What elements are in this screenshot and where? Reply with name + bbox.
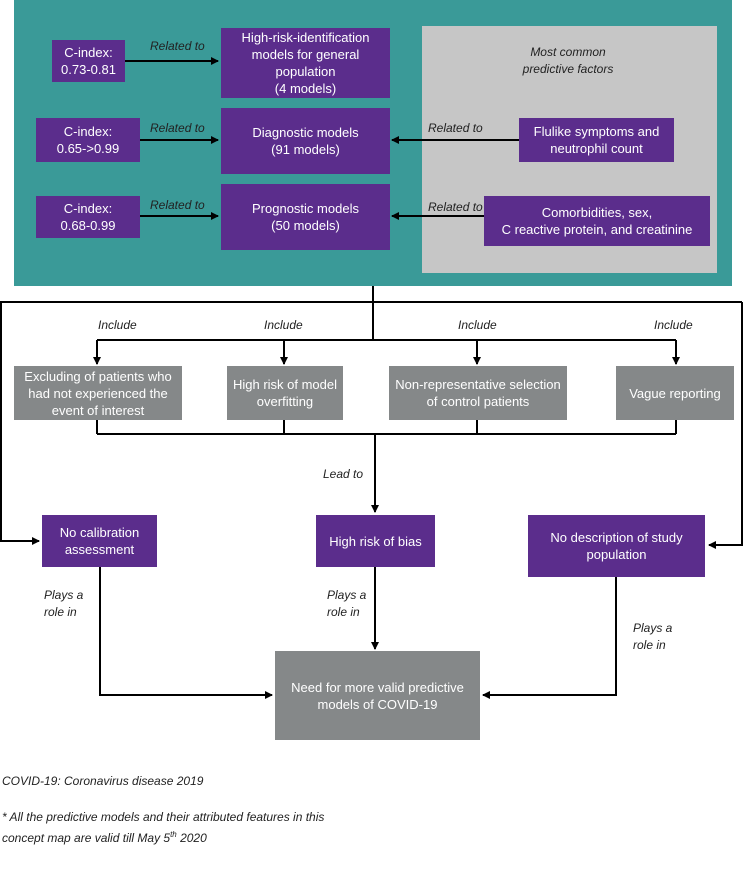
footnote-line-2: concept map are valid till May 5th 2020 (2, 826, 207, 847)
high-risk-models-box: High-risk-identification models for gene… (221, 28, 390, 98)
cindex-diagnostic-box: C-index: 0.65->0.99 (36, 118, 140, 162)
include-label: Include (98, 318, 137, 332)
overfitting-box: High risk of model overfitting (227, 366, 343, 420)
no-calibration-box: No calibration assessment (42, 515, 157, 567)
diagnostic-factors-box: Flulike symptoms and neutrophil count (519, 118, 674, 162)
high-risk-of-bias-box: High risk of bias (316, 515, 435, 567)
footnote-superscript: th (170, 830, 177, 839)
plays-a-role-label: Plays a role in (327, 588, 367, 619)
abbreviation-note: COVID-19: Coronavirus disease 2019 (2, 774, 204, 788)
cindex-high-risk-box: C-index: 0.73-0.81 (52, 40, 125, 82)
vague-reporting-box: Vague reporting (616, 366, 734, 420)
diagnostic-models-box: Diagnostic models (91 models) (221, 108, 390, 174)
related-to-label: Related to (150, 121, 205, 135)
need-valid-models-box: Need for more valid predictive models of… (275, 651, 480, 740)
prognostic-factors-box: Comorbidities, sex, C reactive protein, … (484, 196, 710, 246)
plays-a-role-label: Plays a role in (44, 588, 84, 619)
no-description-box: No description of study population (528, 515, 705, 577)
lead-to-label: Lead to (323, 467, 364, 481)
include-label: Include (654, 318, 693, 332)
footnote-line-2-end: 2020 (176, 831, 207, 845)
related-to-label: Related to (150, 198, 205, 212)
prognostic-models-box: Prognostic models (50 models) (221, 184, 390, 250)
footnote-line-2-text: concept map are valid till May 5 (2, 831, 171, 845)
include-label: Include (264, 318, 303, 332)
related-to-label: Related to (428, 200, 483, 214)
include-label: Include (458, 318, 497, 332)
cindex-prognostic-box: C-index: 0.68-0.99 (36, 196, 140, 238)
non-representative-box: Non-representative selection of control … (389, 366, 567, 420)
related-to-label: Related to (150, 39, 205, 53)
excluding-patients-box: Excluding of patients who had not experi… (14, 366, 182, 420)
footnote-line-1: * All the predictive models and their at… (2, 810, 325, 824)
plays-a-role-label: Plays a role in (633, 621, 673, 652)
related-to-label: Related to (428, 121, 483, 135)
most-common-factors-title: Most common predictive factors (522, 45, 614, 76)
